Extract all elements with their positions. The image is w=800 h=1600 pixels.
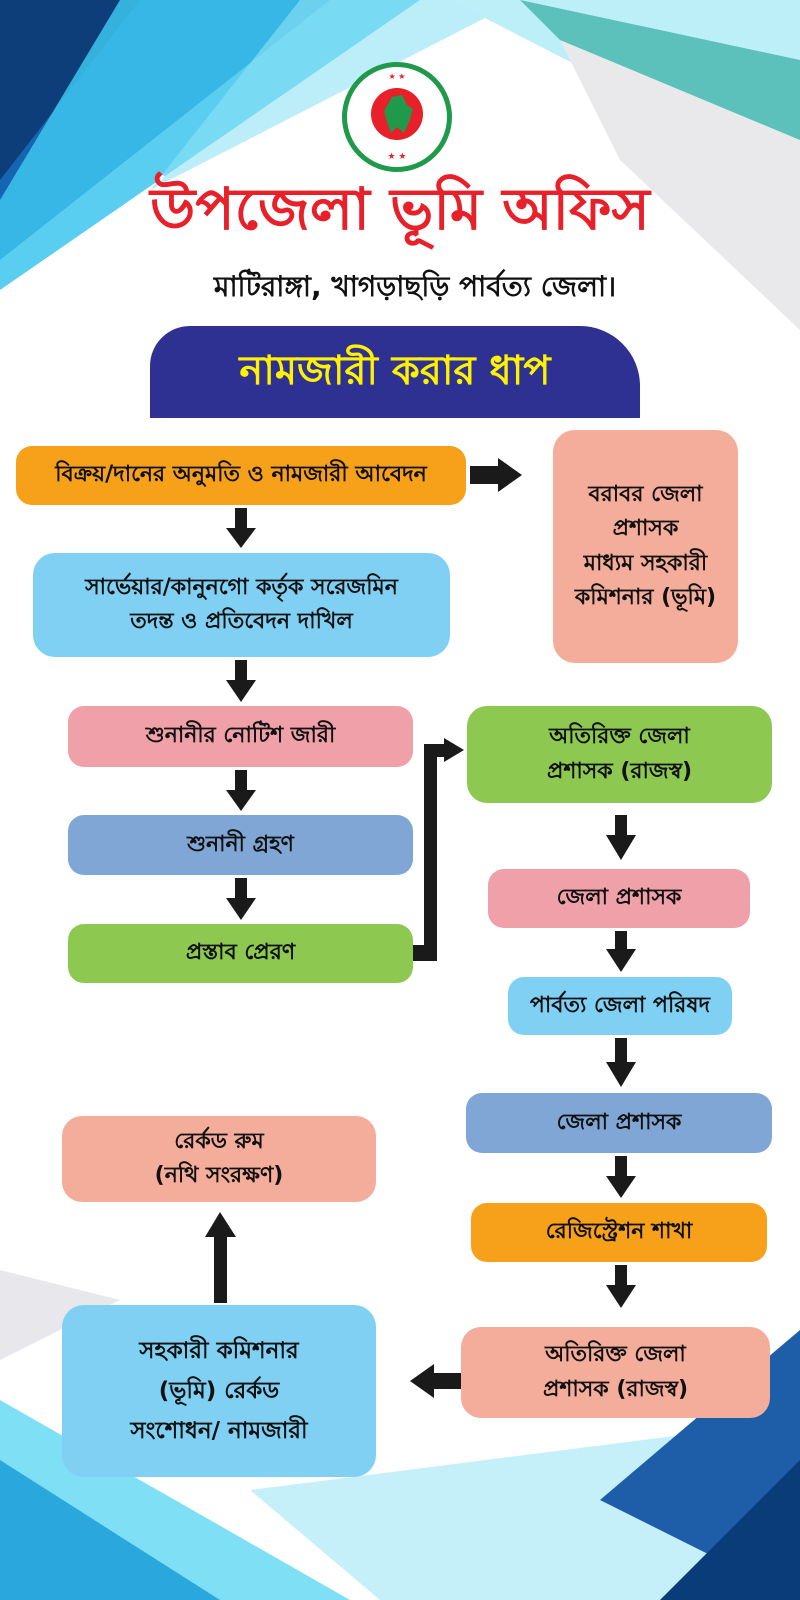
step-hearing: শুনানী গ্রহণ (68, 815, 413, 875)
banner-title: নামজারী করার ধাপ (239, 347, 551, 394)
office-location: মাটিরাঙ্গা, খাগড়াছড়ি পার্বত্য জেলা। (213, 270, 617, 303)
step-adc-revenue: অতিরিক্ত জেলা প্রশাসক (রাজস্ব) (467, 706, 772, 803)
step-application: বিক্রয়/দানের অনুমতি ও নামজারী আবেদন (16, 446, 466, 505)
arrow-group (205, 458, 636, 1398)
step-registration-branch: রেজিস্ট্রেশন শাখা (471, 1203, 767, 1262)
step-hill-district-council: পার্বত্য জেলা পরিষদ (508, 977, 732, 1035)
step-record-room: রের্কড রুম (নথি সংরক্ষণ) (62, 1116, 376, 1202)
step-label: রের্কড রুম (নথি সংরক্ষণ) (154, 1128, 284, 1188)
svg-text:★ ★: ★ ★ (388, 152, 407, 162)
step-label: পার্বত্য জেলা পরিষদ (529, 992, 711, 1018)
step-ac-land-record-correction: সহকারী কমিশনার (ভূমি) রের্কড সংশোধন/ নাম… (62, 1305, 376, 1477)
government-seal-logo: ★ ★ ★ ★ (342, 62, 452, 172)
svg-text:★ ★: ★ ★ (389, 72, 406, 81)
step-adc-revenue-2: অতিরিক্ত জেলা প্রশাসক (রাজস্ব) (461, 1327, 770, 1418)
step-label: অতিরিক্ত জেলা প্রশাসক (রাজস্ব) (546, 724, 693, 784)
step-label: বরাবর জেলা প্রশাসক মাধ্যম সহকারী কমিশনার… (574, 482, 717, 610)
step-label: জেলা প্রশাসক (556, 885, 682, 911)
step-label: রেজিস্ট্রেশন শাখা (545, 1219, 693, 1245)
step-district-commissioner-2: জেলা প্রশাসক (466, 1093, 772, 1153)
step-label: শুনানীর নোটিশ জারী (145, 723, 336, 749)
step-label: প্রস্তাব প্রেরণ (185, 940, 296, 966)
step-label: অতিরিক্ত জেলা প্রশাসক (রাজস্ব) (542, 1342, 689, 1402)
page-title: উপজেলা ভূমি অফিস (150, 175, 650, 243)
step-label: বিক্রয়/দানের অনুমতি ও নামজারী আবেদন (55, 462, 427, 488)
step-district-commissioner-via-ac-land: বরাবর জেলা প্রশাসক মাধ্যম সহকারী কমিশনার… (553, 430, 738, 663)
step-label: জেলা প্রশাসক (556, 1109, 682, 1135)
step-label: সার্ভেয়ার/কানুনগো কর্তৃক সরেজমিন তদন্ত … (85, 574, 398, 634)
step-send-proposal: প্রস্তাব প্রেরণ (68, 924, 413, 983)
section-banner: নামজারী করার ধাপ (150, 326, 640, 418)
step-district-commissioner: জেলা প্রশাসক (488, 869, 750, 928)
step-hearing-notice: শুনানীর নোটিশ জারী (68, 706, 413, 767)
step-label: সহকারী কমিশনার (ভূমি) রের্কড সংশোধন/ নাম… (130, 1337, 308, 1445)
step-label: শুনানী গ্রহণ (187, 831, 294, 857)
step-surveyor-inspection: সার্ভেয়ার/কানুনগো কর্তৃক সরেজমিন তদন্ত … (33, 553, 450, 657)
